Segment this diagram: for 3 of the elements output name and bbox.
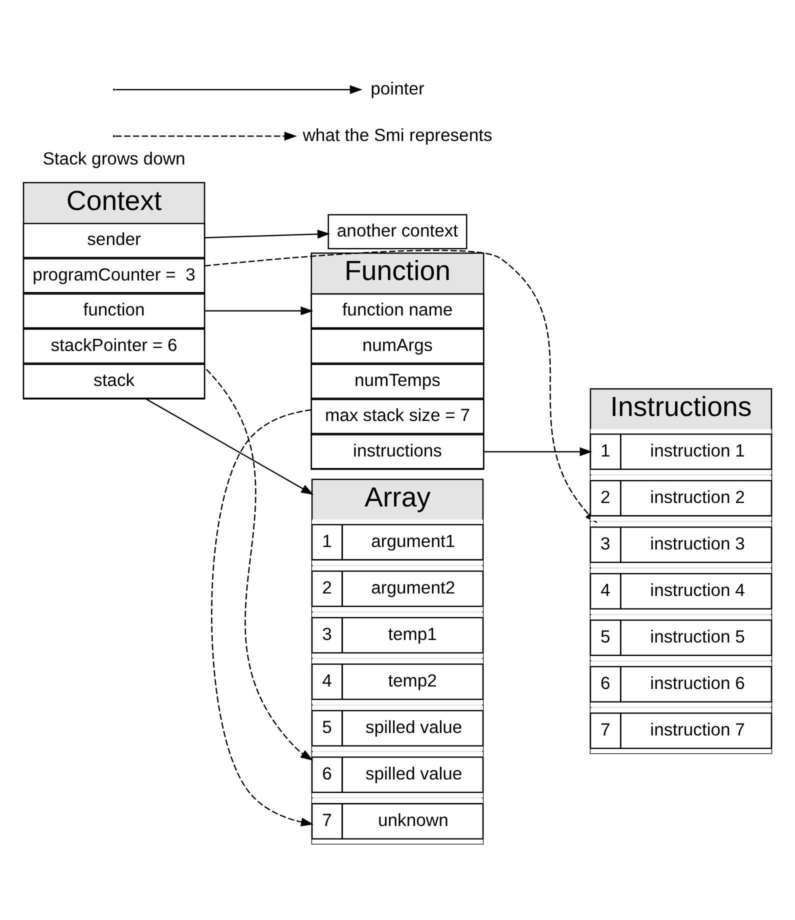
label: Stack grows down xyxy=(42,148,186,168)
legend-label: what the Smi represents xyxy=(302,124,492,144)
legend-label: pointer xyxy=(370,78,424,98)
